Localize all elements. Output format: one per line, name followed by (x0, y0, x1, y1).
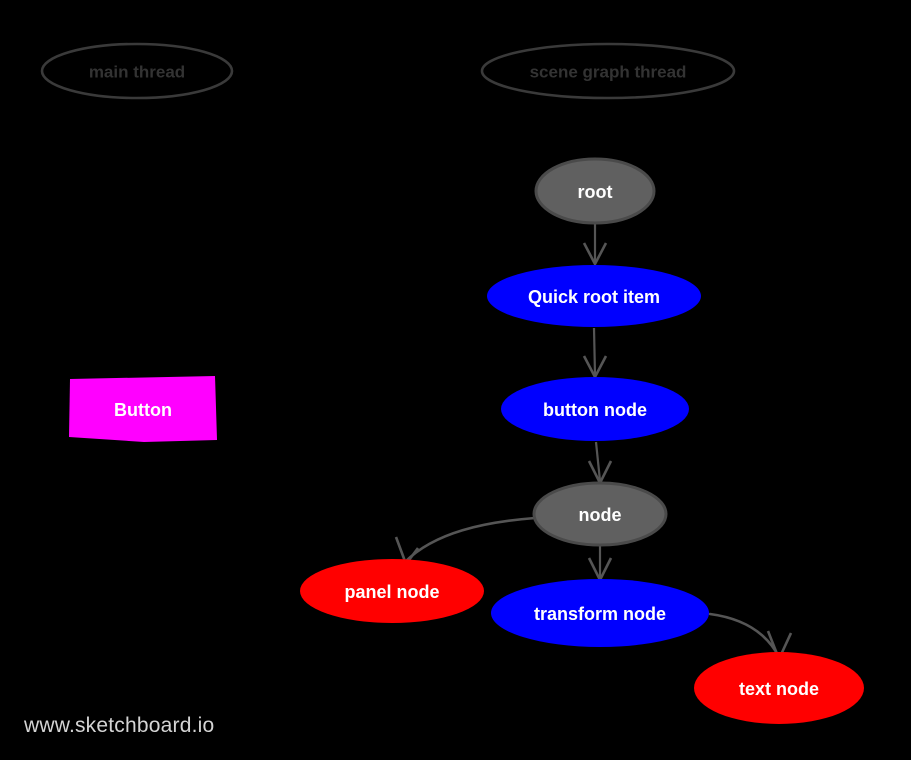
edge-node-to-transform-node[interactable] (587, 546, 613, 583)
node-label-text: node (579, 505, 622, 525)
node-button[interactable]: Button (69, 376, 217, 442)
text-node-shape (694, 652, 864, 724)
swimlane-scene-graph-thread[interactable]: scene graph thread (480, 42, 736, 100)
watermark: www.sketchboard.io (24, 714, 215, 737)
arrowhead-icon (582, 242, 608, 267)
swimlanes-layer: main thread scene graph thread (40, 42, 736, 100)
button-node-shape (501, 377, 689, 441)
node-text-node[interactable]: text node (694, 652, 864, 724)
node-quick-root-item[interactable]: Quick root item (487, 265, 701, 327)
edge-node-to-panel-node[interactable] (394, 516, 537, 567)
node-root[interactable]: root (534, 157, 656, 225)
edge-root-to-quick-root-item[interactable] (582, 224, 608, 267)
root-shape (534, 157, 656, 225)
button-label: Button (114, 400, 172, 420)
panel-node-shape (300, 559, 484, 623)
edge-quick-root-item-to-button-node[interactable] (582, 327, 608, 380)
quick-root-item-shape (487, 265, 701, 327)
main-thread-ellipse (40, 42, 234, 100)
transform-node-label: transform node (534, 604, 666, 624)
node-button-node[interactable]: button node (501, 377, 689, 441)
scene-graph-thread-label: scene graph thread (530, 63, 687, 82)
button-shape (69, 376, 217, 442)
button-node-label: button node (543, 400, 647, 420)
node-node[interactable]: node (532, 481, 668, 547)
swimlane-main-thread[interactable]: main thread (40, 42, 234, 100)
transform-node-shape (491, 579, 709, 647)
node-transform-node[interactable]: transform node (491, 579, 709, 647)
nodes-layer: root Quick root item button node node pa… (69, 157, 864, 724)
main-thread-label: main thread (89, 63, 185, 82)
node-panel-node[interactable]: panel node (300, 559, 484, 623)
quick-root-item-label: Quick root item (528, 287, 660, 307)
edge-button-node-to-node[interactable] (587, 441, 613, 486)
node-shape (532, 481, 668, 547)
text-node-label: text node (739, 679, 819, 699)
scene-graph-thread-ellipse (480, 42, 736, 100)
panel-node-label: panel node (344, 582, 439, 602)
root-label: root (578, 182, 613, 202)
